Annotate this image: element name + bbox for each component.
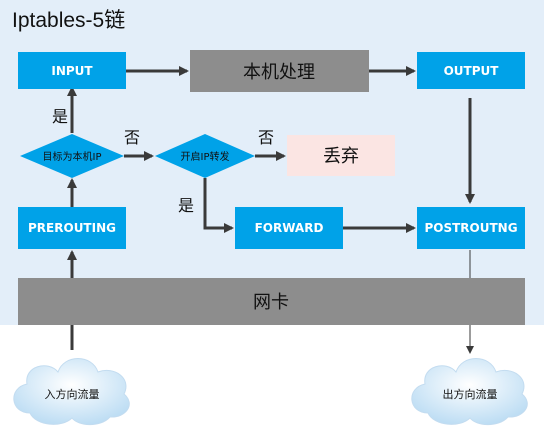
input-chain-box bbox=[18, 52, 126, 89]
local-ip-yes-label: 是 bbox=[52, 107, 68, 126]
diagram-title: Iptables-5链 bbox=[12, 9, 125, 32]
prerouting-chain-label: PREROUTING bbox=[28, 221, 116, 235]
drop-box bbox=[287, 135, 395, 176]
arrow-forward-check-to-forward bbox=[203, 178, 234, 233]
nic-label: 网卡 bbox=[253, 292, 289, 313]
local-ip-decision-label: 目标为本机IP bbox=[43, 150, 102, 163]
ip-forward-yes-label: 是 bbox=[178, 196, 194, 215]
local-ip-no-label: 否 bbox=[124, 128, 140, 147]
drop-label: 丢弃 bbox=[323, 146, 359, 167]
inbound-traffic-label: 入方向流量 bbox=[45, 387, 100, 401]
postrouting-chain-box bbox=[417, 207, 525, 249]
input-chain-label: INPUT bbox=[51, 64, 93, 78]
outbound-traffic-label: 出方向流量 bbox=[443, 387, 498, 401]
output-chain-label: OUTPUT bbox=[444, 64, 500, 78]
output-chain-box bbox=[417, 52, 525, 89]
inbound-traffic-cloud bbox=[13, 358, 130, 426]
forward-chain-box bbox=[235, 207, 343, 249]
forward-chain-label: FORWARD bbox=[255, 221, 324, 235]
ip-forward-decision-diamond bbox=[155, 134, 255, 178]
local-process-box bbox=[190, 50, 369, 92]
prerouting-chain-box bbox=[18, 207, 126, 249]
local-ip-decision-diamond bbox=[20, 134, 124, 178]
nic-bar bbox=[18, 278, 525, 325]
outbound-traffic-cloud bbox=[411, 358, 528, 426]
local-process-label: 本机处理 bbox=[243, 62, 315, 83]
postrouting-chain-label: POSTROUTNG bbox=[424, 221, 517, 235]
ip-forward-decision-label: 开启IP转发 bbox=[181, 150, 230, 163]
ip-forward-no-label: 否 bbox=[258, 128, 274, 147]
